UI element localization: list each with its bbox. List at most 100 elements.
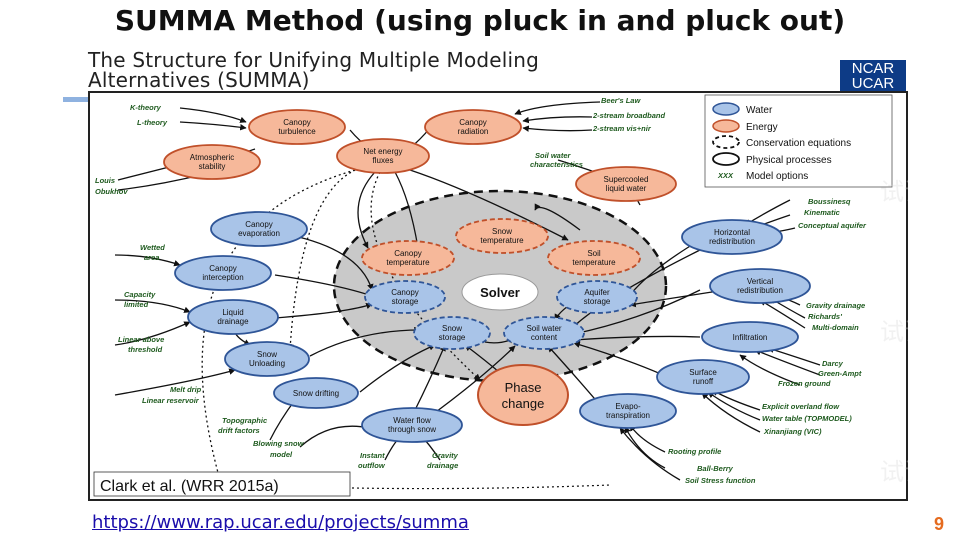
node-snow-drifting-label: Snow drifting	[293, 389, 339, 398]
node-vertical-line-2: redistribution	[737, 286, 783, 295]
node-canopy-interception: Canopy interception	[174, 255, 272, 291]
option-k-theory: K-theory	[130, 103, 162, 112]
node-supercooled-liquid-water: Supercooled liquid water	[575, 166, 677, 202]
node-snow-unloading-line-1: Snow	[257, 350, 277, 359]
citation: Clark et al. (WRR 2015a)	[100, 478, 279, 495]
node-snow-temperature-line-1: Snow	[492, 227, 512, 236]
option-melt-drip: Melt drip	[170, 385, 202, 394]
option-water-table-topmodel: Water table (TOPMODEL)	[762, 414, 852, 423]
option-wetted-area-1: Wetted	[140, 243, 165, 252]
project-url-link[interactable]: https://www.rap.ucar.edu/projects/summa	[92, 512, 469, 533]
option-blowing-snow-1: Blowing snow	[253, 439, 305, 448]
node-soil-temperature-line-1: Soil	[587, 249, 601, 258]
summa-diagram: Water Energy Conservation equations Phys…	[88, 91, 908, 501]
node-net-energy-fluxes-line-2: fluxes	[373, 156, 394, 165]
diagram-subtitle: The Structure for Unifying Multiple Mode…	[88, 50, 539, 90]
option-richards: Richards'	[808, 312, 842, 321]
option-linear-above-threshold-2: threshold	[128, 345, 163, 354]
option-conceptual-aquifer: Conceptual aquifer	[798, 221, 867, 230]
node-soil-temperature-line-2: temperature	[572, 258, 616, 267]
option-instant-outflow-1: Instant	[360, 451, 385, 460]
ncar-ucar-logo: NCAR UCAR	[840, 60, 906, 92]
node-soil-water-content-line-1: Soil water	[526, 324, 561, 333]
legend-water: Water	[746, 105, 773, 116]
node-vertical-line-1: Vertical	[747, 277, 773, 286]
option-blowing-snow-2: model	[270, 450, 293, 459]
citation-dotted-line	[351, 484, 611, 490]
node-soil-temperature: Soil temperature	[547, 240, 641, 276]
option-soil-water-characteristics-2: characteristics	[530, 160, 583, 169]
node-surface-runoff-line-2: runoff	[693, 377, 714, 386]
node-canopy-evaporation-line-1: Canopy	[245, 220, 273, 229]
node-phase-change: Phase change	[477, 364, 569, 426]
node-canopy-evaporation-line-2: evaporation	[238, 229, 280, 238]
option-soil-water-characteristics-1: Soil water	[535, 151, 572, 160]
node-infiltration: Infiltration	[701, 321, 799, 353]
option-topographic-2: drift factors	[218, 426, 260, 435]
watermark-text-8: 试读	[880, 459, 908, 486]
water-nodes: Canopy evaporation Canopy interception L…	[174, 211, 811, 443]
option-gravity-drainage: Gravity drainage	[806, 301, 865, 310]
citation-box	[93, 471, 351, 497]
watermark-text-7: 试读	[880, 319, 908, 346]
node-soil-water-content-line-2: content	[531, 333, 558, 342]
node-surface-runoff: Surface runoff	[656, 359, 750, 395]
node-water-flow-line-2: through snow	[388, 425, 436, 434]
node-liquid-drainage-line-1: Liquid	[222, 308, 243, 317]
node-vertical-redistribution: Vertical redistribution	[709, 268, 811, 304]
option-multi-domain: Multi-domain	[812, 323, 859, 332]
node-supercooled-line-2: liquid water	[606, 184, 647, 193]
node-snow-drifting: Snow drifting	[273, 377, 359, 409]
node-net-energy-fluxes-line-1: Net energy	[363, 147, 402, 156]
model-options: K-theory L-theory Beer's Law 2-stream br…	[95, 96, 867, 485]
option-instant-outflow-2: outflow	[358, 461, 386, 470]
subtitle-line-2: Alternatives (SUMMA)	[88, 68, 310, 92]
node-canopy-evaporation: Canopy evaporation	[210, 211, 308, 247]
option-beers-law: Beer's Law	[601, 96, 641, 105]
legend-physical-swatch	[712, 152, 740, 166]
node-canopy-turbulence-line-1: Canopy	[283, 118, 311, 127]
page-number: 9	[934, 514, 945, 534]
node-canopy-turbulence-line-2: turbulence	[278, 127, 316, 136]
node-water-flow-line-1: Water flow	[393, 416, 431, 425]
legend-energy-swatch	[712, 119, 740, 133]
option-rooting-profile: Rooting profile	[668, 447, 721, 456]
option-explicit-overland-flow: Explicit overland flow	[762, 402, 840, 411]
option-gravity-drainage-snow-2: drainage	[427, 461, 458, 470]
node-snow-temperature: Snow temperature	[455, 218, 549, 254]
node-water-flow-through-snow: Water flow through snow	[361, 407, 463, 443]
node-atmospheric-stability-line-1: Atmospheric	[190, 153, 234, 162]
option-linear-reservoir: Linear reservoir	[142, 396, 200, 405]
option-2-stream-broadband: 2-stream broadband	[592, 111, 666, 120]
watermark-text-6: 试读	[880, 179, 908, 206]
node-evapotranspiration: Evapo- transpiration	[579, 393, 677, 429]
node-phase-change-line-1: Phase	[505, 380, 542, 395]
option-capacity-limited-1: Capacity	[124, 290, 156, 299]
option-l-theory: L-theory	[137, 118, 168, 127]
node-solver: Solver	[461, 273, 539, 311]
node-atmospheric-stability: Atmospheric stability	[163, 144, 261, 180]
option-linear-above-threshold-1: Linear above	[118, 335, 164, 344]
legend-options: Model options	[746, 171, 808, 182]
node-canopy-radiation-line-2: radiation	[458, 127, 489, 136]
option-darcy: Darcy	[822, 359, 844, 368]
watermark: 试读 试读 试读 试读 试读 试读 试读 试读	[880, 179, 908, 486]
node-canopy-storage-line-1: Canopy	[391, 288, 419, 297]
node-aquifer-storage-line-2: storage	[584, 297, 611, 306]
node-snow-unloading: Snow Unloading	[224, 341, 310, 377]
option-2-stream-vis-nir: 2-stream vis+nir	[592, 124, 652, 133]
legend-conservation-swatch	[712, 135, 740, 149]
node-snow-storage-line-1: Snow	[442, 324, 462, 333]
legend: Water Energy Conservation equations Phys…	[704, 94, 893, 188]
node-solver-label: Solver	[480, 285, 520, 300]
node-phase-change-line-2: change	[502, 396, 545, 411]
option-ball-berry: Ball-Berry	[697, 464, 734, 473]
option-kinematic: Kinematic	[804, 208, 841, 217]
node-canopy-radiation: Canopy radiation	[424, 109, 522, 145]
node-supercooled-line-1: Supercooled	[604, 175, 649, 184]
slide-title: SUMMA Method (using pluck in and pluck o…	[114, 4, 846, 37]
legend-water-swatch	[712, 102, 740, 116]
legend-energy: Energy	[746, 122, 778, 133]
energy-nodes: Canopy turbulence Canopy radiation Atmos…	[163, 109, 677, 426]
option-louis: Louis	[95, 176, 115, 185]
